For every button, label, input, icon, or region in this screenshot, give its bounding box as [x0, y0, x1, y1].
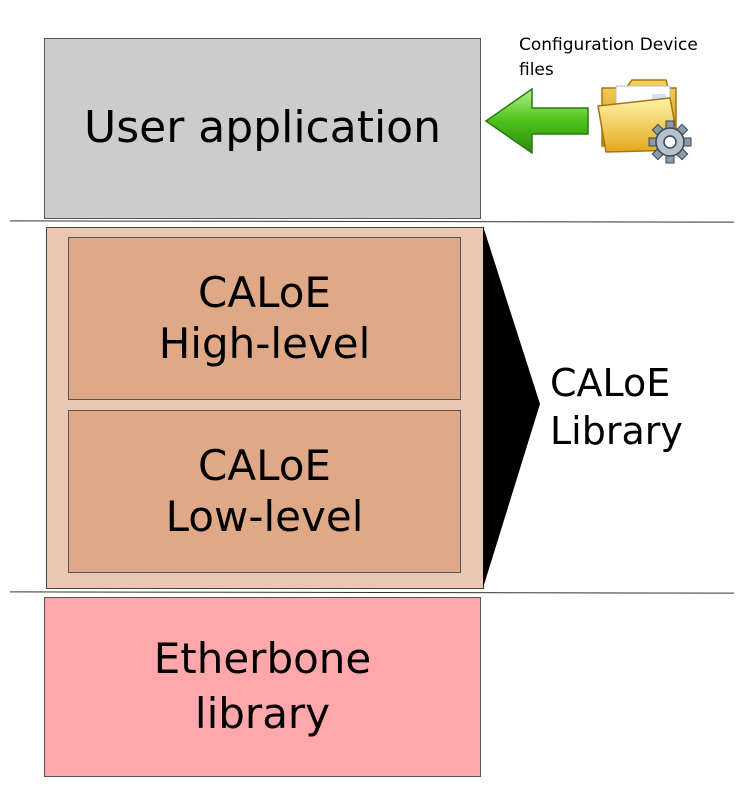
caloe-low-level-label-line1: CALoE	[198, 441, 331, 491]
etherbone-label-line1: Etherbone	[153, 634, 372, 684]
separator-line-top	[9, 220, 735, 223]
caloe-high-level-block: CALoE High-level	[68, 237, 461, 400]
library-brace-wedge	[483, 226, 543, 594]
config-files-label-line1: Configuration Device	[519, 35, 698, 55]
user-application-block: User application	[44, 38, 481, 219]
config-files-label: Configuration Device files	[519, 33, 698, 82]
user-application-label: User application	[84, 102, 441, 154]
caloe-low-level-label-line2: Low-level	[165, 491, 364, 541]
separator-line-bottom	[9, 591, 735, 594]
etherbone-label-line2: library	[194, 689, 331, 738]
caloe-library-label: CALoE Library	[550, 360, 683, 455]
etherbone-library-block: Etherbone library	[44, 597, 481, 777]
caloe-library-label-line1: CALoE	[550, 361, 671, 405]
gear-icon	[646, 118, 694, 170]
green-arrow-left-icon	[484, 86, 592, 160]
caloe-low-level-block: CALoE Low-level	[68, 410, 461, 573]
caloe-high-level-label-line1: CALoE	[198, 268, 331, 318]
caloe-library-label-line2: Library	[550, 408, 683, 453]
caloe-library-block: CALoE High-level CALoE Low-level	[46, 227, 484, 589]
config-files-label-line2: files	[519, 59, 554, 80]
caloe-high-level-label-line2: High-level	[158, 318, 371, 368]
